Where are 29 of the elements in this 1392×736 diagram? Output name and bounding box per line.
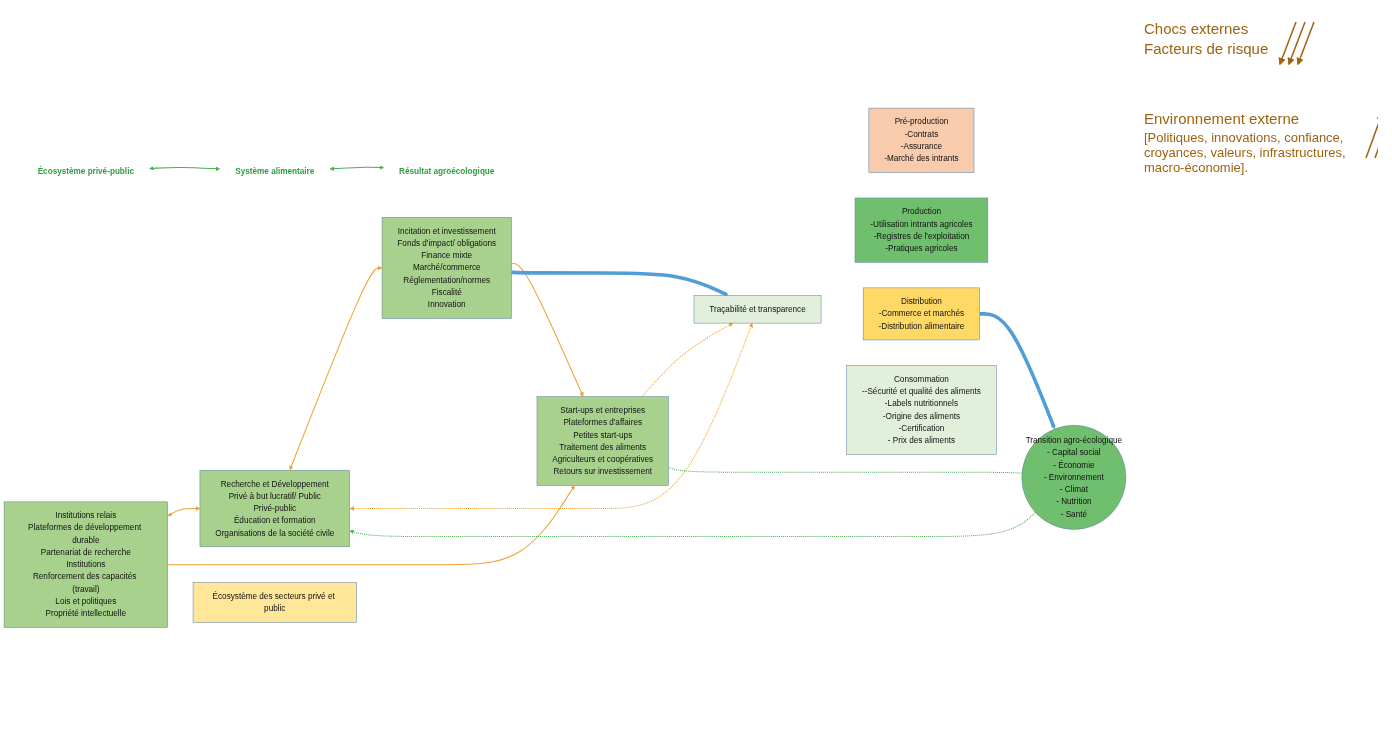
node-box: Incitation et investissement Fonds d'impact/ obligations Finance mixte Marché/commerce Réglementation/normes Fiscalité Innovation [381, 217, 512, 319]
arrow [149, 166, 221, 172]
node-text: Résultat agroécologique [399, 167, 495, 177]
node-box: Production -Utilisation intrants agricoles -Registres de l'exploitation -Pratiques agricoles [854, 197, 989, 263]
node-text: Système alimentaire [235, 167, 315, 177]
note-text: [Politiques, innovations, confiance, croyances, valeurs, infrastructures, macro-économie]. [1144, 130, 1347, 175]
arrow [510, 263, 584, 398]
arrow [641, 323, 734, 398]
node-box: Distribution -Commerce et marchés -Distribution alimentaire [862, 287, 980, 341]
arrow [511, 270, 729, 297]
arrow [289, 265, 383, 471]
node-box: Institutions relais Plateformes de développement durable Partenariat de recherche Institutions Renforcement des capacités (travail) Lois et politiques Propriété intellectuelle [3, 501, 168, 628]
node-box: Écosystème des secteurs privé et public [192, 582, 357, 623]
node-box: Traçabilité et transparence [693, 295, 822, 324]
arrow [329, 165, 384, 172]
arrow [167, 485, 575, 566]
node-text: Écosystème privé-public [37, 167, 134, 177]
arrow [349, 323, 753, 511]
arrow [349, 512, 1036, 538]
arrow [167, 506, 201, 517]
note-text: Facteurs de risque [1144, 40, 1269, 57]
note-heading: Environnement externe [1144, 110, 1301, 127]
node-box: Pré-production -Contrats -Assurance -Marché des intrants [868, 108, 975, 173]
connector [667, 466, 1023, 474]
node-box: Consommation --Sécurité et qualité des aliments -Labels nutritionnels -Origine des aliments -Certification - Prix des aliments [846, 365, 997, 455]
arrow [979, 312, 1056, 430]
node-box: Recherche et Développement Privé à but lucratif/ Public Privé-public Éducation et formation Organisations de la société civile [199, 470, 350, 548]
node-box: Start-ups et entreprises Plateformes d'affaires Petites start-ups Traitement des aliments Agriculteurs et coopératives Retours sur investissement [536, 396, 669, 486]
note-text: Chocs externes [1144, 20, 1250, 37]
